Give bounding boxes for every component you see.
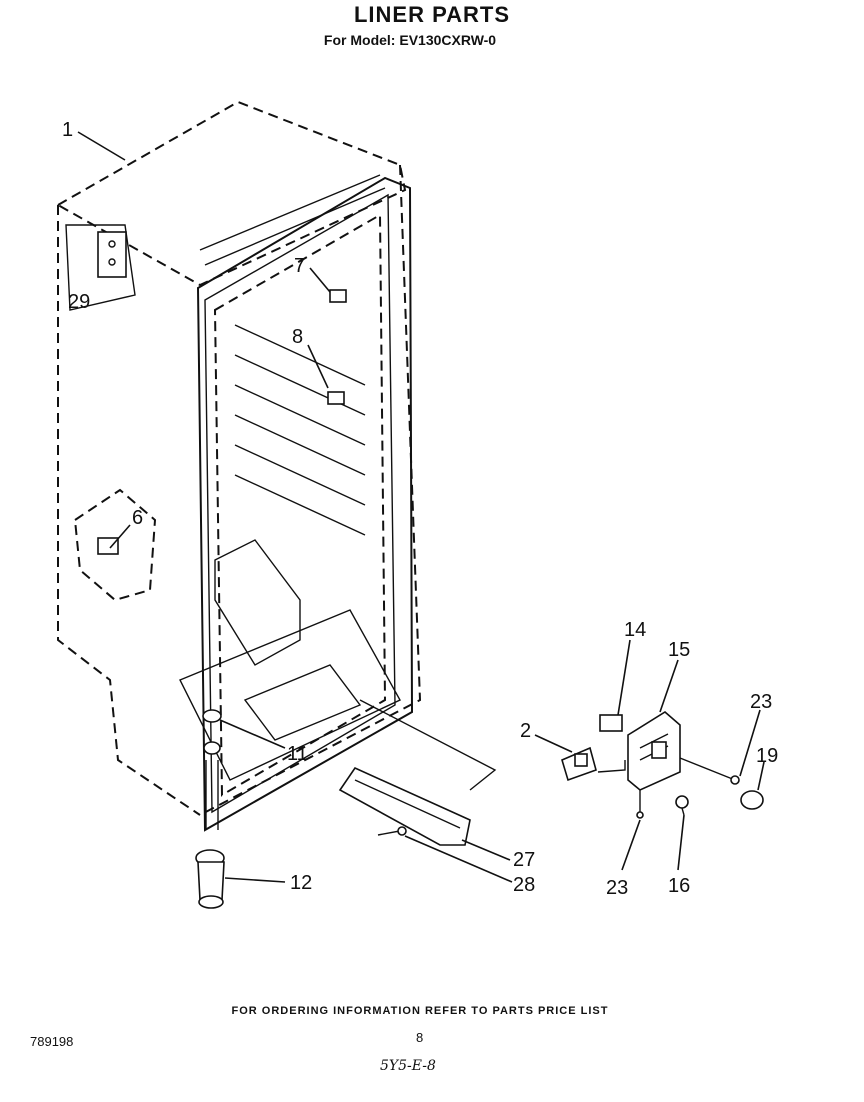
switch-14: [599, 714, 623, 732]
knob-19: [740, 790, 764, 810]
page-number: 8: [416, 1030, 424, 1045]
callout-8: 8: [292, 326, 303, 348]
leader-lines: [77, 131, 765, 883]
bracket-guide-line: [359, 699, 497, 791]
leveling-leg: [195, 849, 225, 909]
callout-1: 1: [62, 119, 73, 141]
callout-7: 7: [294, 255, 305, 277]
side-bracket-detail: [73, 488, 157, 602]
callout-23-lower: 23: [606, 877, 628, 899]
screw-23-upper: [679, 757, 740, 785]
page-title: LINER PARTS: [353, 2, 511, 27]
bracket-2: [561, 746, 597, 782]
cabinet-liner: [55, 100, 422, 832]
wire-lead: [597, 760, 626, 773]
callout-11: 11: [287, 743, 308, 765]
document-code: 789198: [30, 1034, 74, 1049]
hinge-detail: [65, 224, 136, 311]
screw-28: [377, 826, 407, 836]
control-housing: [627, 711, 681, 791]
callout-14: 14: [624, 619, 646, 641]
screw-16: [675, 795, 689, 816]
callout-2: 2: [520, 720, 531, 742]
callout-15: 15: [668, 639, 690, 661]
callout-19: 19: [756, 745, 778, 767]
callout-6: 6: [132, 507, 143, 529]
bottom-bracket: [338, 766, 471, 846]
model-subtitle: For Model: EV130CXRW-0: [323, 32, 497, 48]
clip-7: [329, 289, 347, 303]
roller-assembly: [202, 709, 222, 830]
callout-29: 29: [68, 291, 90, 313]
callout-16: 16: [668, 875, 690, 897]
callout-23-upper: 23: [750, 691, 772, 713]
callout-28: 28: [513, 874, 535, 896]
callout-12: 12: [290, 872, 312, 894]
callout-27: 27: [513, 849, 535, 871]
clip-8: [327, 391, 345, 405]
ordering-note: FOR ORDERING INFORMATION REFER TO PARTS …: [231, 1005, 609, 1017]
handwritten-note: 5Y5-E-8: [380, 1058, 436, 1074]
screw-23-lower: [636, 790, 644, 819]
